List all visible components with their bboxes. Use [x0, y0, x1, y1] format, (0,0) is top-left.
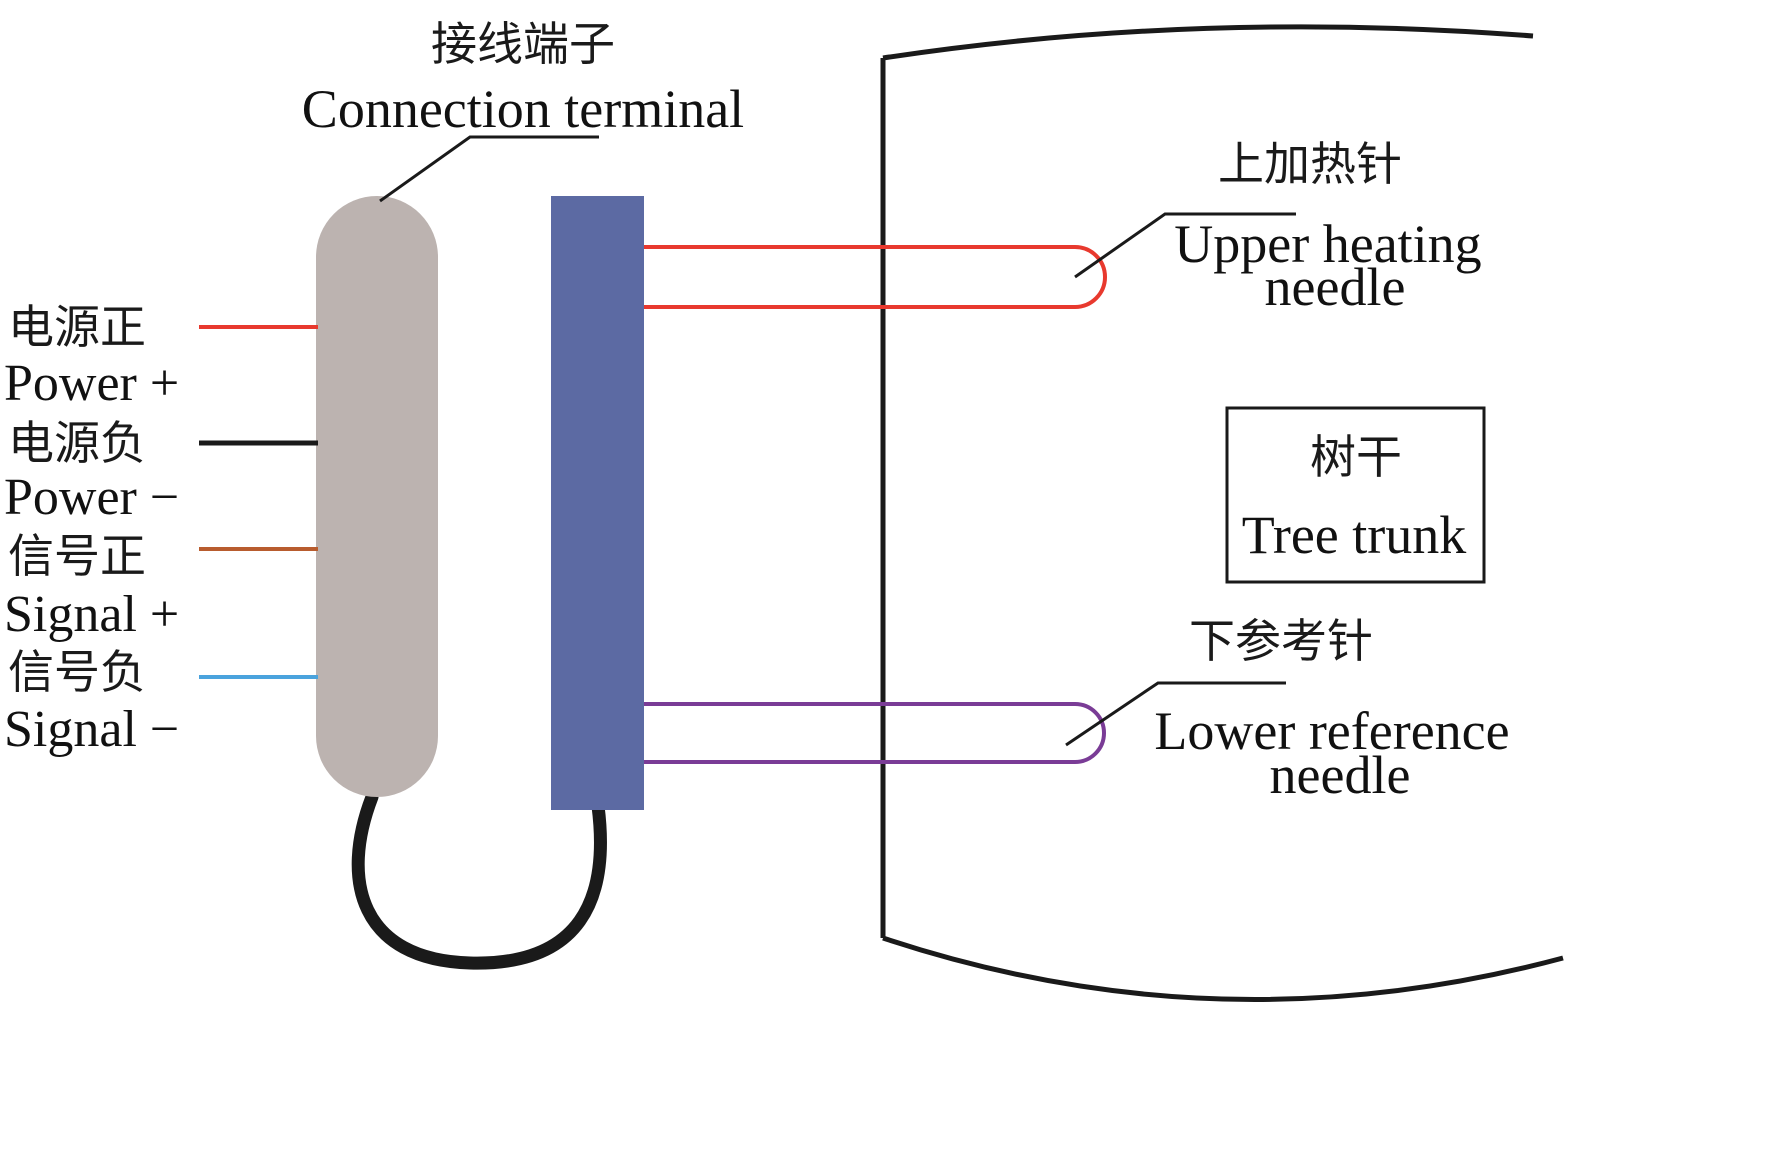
probe-block [551, 196, 644, 810]
lower-needle-label-cn: 下参考针 [1189, 614, 1373, 668]
tree-trunk-box [1225, 406, 1486, 584]
upper-needle-leader-line [1074, 212, 1296, 279]
upper-heating-needle [644, 245, 1107, 309]
power-positive-label-cn: 电源正 [8, 300, 146, 354]
signal-negative-label-cn: 信号负 [8, 645, 146, 699]
lower-needle-label-en-line2: needle [1270, 745, 1411, 805]
trunk-outline [880, 24, 1564, 1002]
upper-needle-label-en-line2: needle [1265, 257, 1406, 317]
upper-needle-label-en-line1: Upper heating [1174, 214, 1481, 274]
lower-needle-label-en-line1: Lower reference [1154, 701, 1509, 761]
connection-terminal-body [316, 196, 438, 797]
lower-needle-leader-line [1065, 681, 1286, 747]
terminal-leader-line [379, 135, 599, 203]
upper-needle-label-cn: 上加热针 [1218, 137, 1402, 191]
lower-reference-needle [644, 702, 1106, 764]
terminal-label-cn: 接线端子 [431, 17, 615, 71]
signal-positive-label-cn: 信号正 [8, 529, 146, 583]
signal-positive-label-en: Signal + [4, 586, 179, 643]
power-positive-label-en: Power + [4, 355, 179, 412]
signal-negative-label-en: Signal − [4, 701, 179, 758]
terminal-label-en: Connection terminal [302, 79, 744, 139]
power-negative-label-en: Power − [4, 469, 179, 526]
tree-trunk-label-en: Tree trunk [1242, 505, 1467, 565]
cable-loop [351, 790, 607, 970]
power-negative-label-cn: 电源负 [8, 416, 146, 470]
tree-trunk-label-cn: 树干 [1310, 430, 1402, 484]
